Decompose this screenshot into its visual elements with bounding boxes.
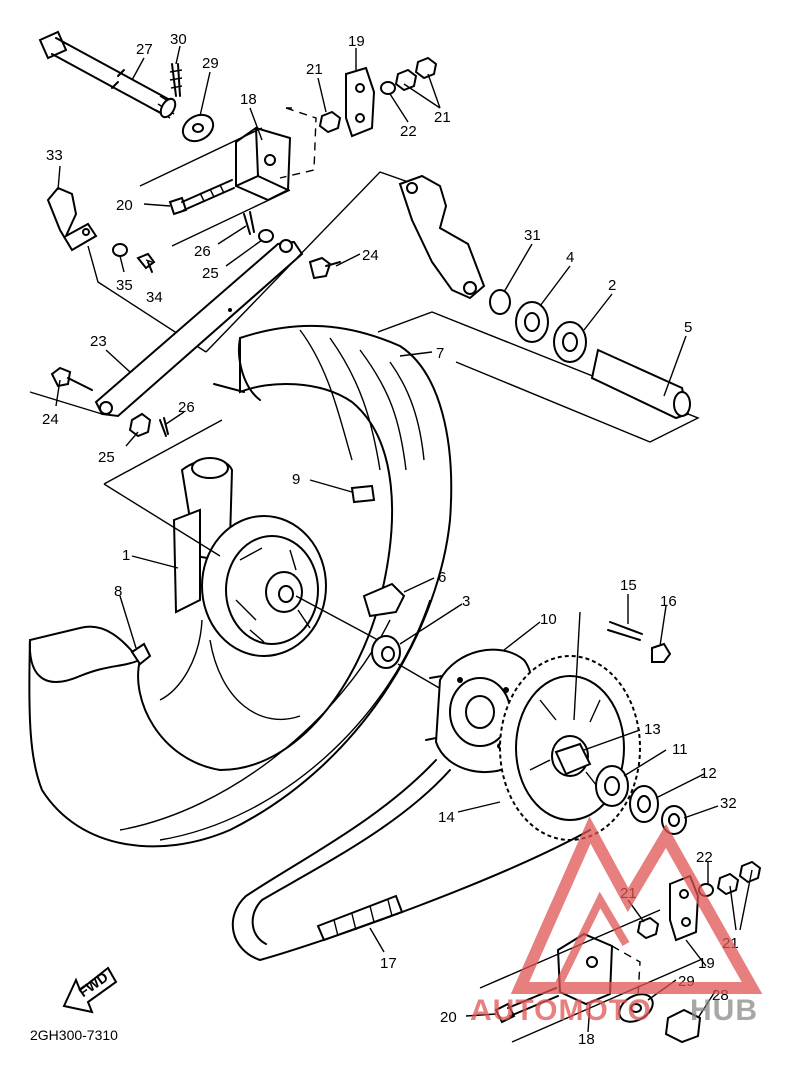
callout-26: 26 [194,243,211,260]
callout-19: 19 [348,33,365,50]
cotter-nut-bolt-upper-part[interactable] [243,211,341,280]
callout-16: 16 [660,593,677,610]
watermark-brand-right: HUB [690,994,758,1027]
adjuster-bolt-part[interactable] [168,179,235,216]
spacer-bearing-stack-part[interactable] [554,742,687,835]
axle-nut-part[interactable] [664,1008,702,1044]
chain-puller-plate-part[interactable] [345,66,376,138]
callout-5: 5 [684,319,692,336]
nut-part[interactable] [318,110,342,134]
cotter-pin-part[interactable] [169,63,183,97]
callout-8: 8 [114,583,122,600]
leader-lines [55,45,753,1033]
rear-tire-part[interactable] [28,324,453,848]
balance-weight-part[interactable] [350,484,376,504]
callout-30: 30 [170,31,187,48]
callout-31: 31 [524,227,541,244]
callout-7: 7 [436,345,444,362]
callout-19: 19 [698,955,715,972]
brake-hose-clamp-part[interactable] [46,186,98,252]
callout-23: 23 [90,333,107,350]
callout-25: 25 [98,449,115,466]
valve-part[interactable] [362,582,406,618]
callout-14: 14 [438,809,455,826]
lower-adjuster-bolt-part[interactable] [494,987,559,1024]
callout-29: 29 [202,55,219,72]
small-washer-bolt-part[interactable] [112,243,156,273]
callout-34: 34 [146,289,163,306]
callout-15: 15 [620,577,637,594]
callout-11: 11 [672,741,688,758]
cotter-nut-bolt-lower-part[interactable] [50,366,169,438]
brake-caliper-bracket-part[interactable] [398,174,486,300]
callout-2: 2 [608,277,616,294]
callout-33: 33 [46,147,63,164]
callout-24: 24 [362,247,379,264]
watermark-logo: AUTOMOTO HUB [470,816,763,1027]
callout-25: 25 [202,265,219,282]
washer-nut-set-part[interactable] [380,56,438,95]
drive-chain-part[interactable] [231,759,591,961]
collar-bearing-set-part[interactable] [489,289,691,420]
axle-bolt-part[interactable] [38,30,178,120]
wheel-hub-part[interactable] [159,457,327,721]
callout-21: 21 [306,61,323,78]
part-code-label: 2GH300-7310 [30,1027,118,1043]
lower-nut-part[interactable] [636,916,660,940]
sprocket-stud-nut-part[interactable] [607,621,672,663]
callout-20: 20 [116,197,133,214]
callout-12: 12 [700,765,717,782]
stud-bolt-part[interactable] [130,642,152,666]
callout-21: 21 [434,109,451,126]
washer-part[interactable] [178,110,218,147]
callout-10: 10 [540,611,557,628]
callout-18: 18 [578,1031,595,1048]
callout-1: 1 [122,547,130,564]
callout-6: 6 [438,569,446,586]
lower-washer-part[interactable] [614,989,657,1028]
callout-35: 35 [116,277,133,294]
callout-13: 13 [644,721,661,738]
adjuster-block-part[interactable] [235,126,292,202]
forward-arrow-icon: FWD [62,966,118,1014]
callout-4: 4 [566,249,574,266]
callout-9: 9 [292,471,300,488]
callout-26: 26 [178,399,195,416]
callout-20: 20 [440,1009,457,1026]
bearing-part[interactable] [371,635,401,669]
callout-24: 24 [42,411,59,428]
watermark-brand-left: AUTOMOTO [470,994,652,1027]
callout-27: 27 [136,41,153,58]
torque-rod-part[interactable] [94,239,304,418]
callout-22: 22 [400,123,417,140]
callout-22: 22 [696,849,713,866]
callout-32: 32 [720,795,737,812]
callout-3: 3 [462,593,470,610]
callout-17: 17 [380,955,397,972]
callout-18: 18 [240,91,257,108]
